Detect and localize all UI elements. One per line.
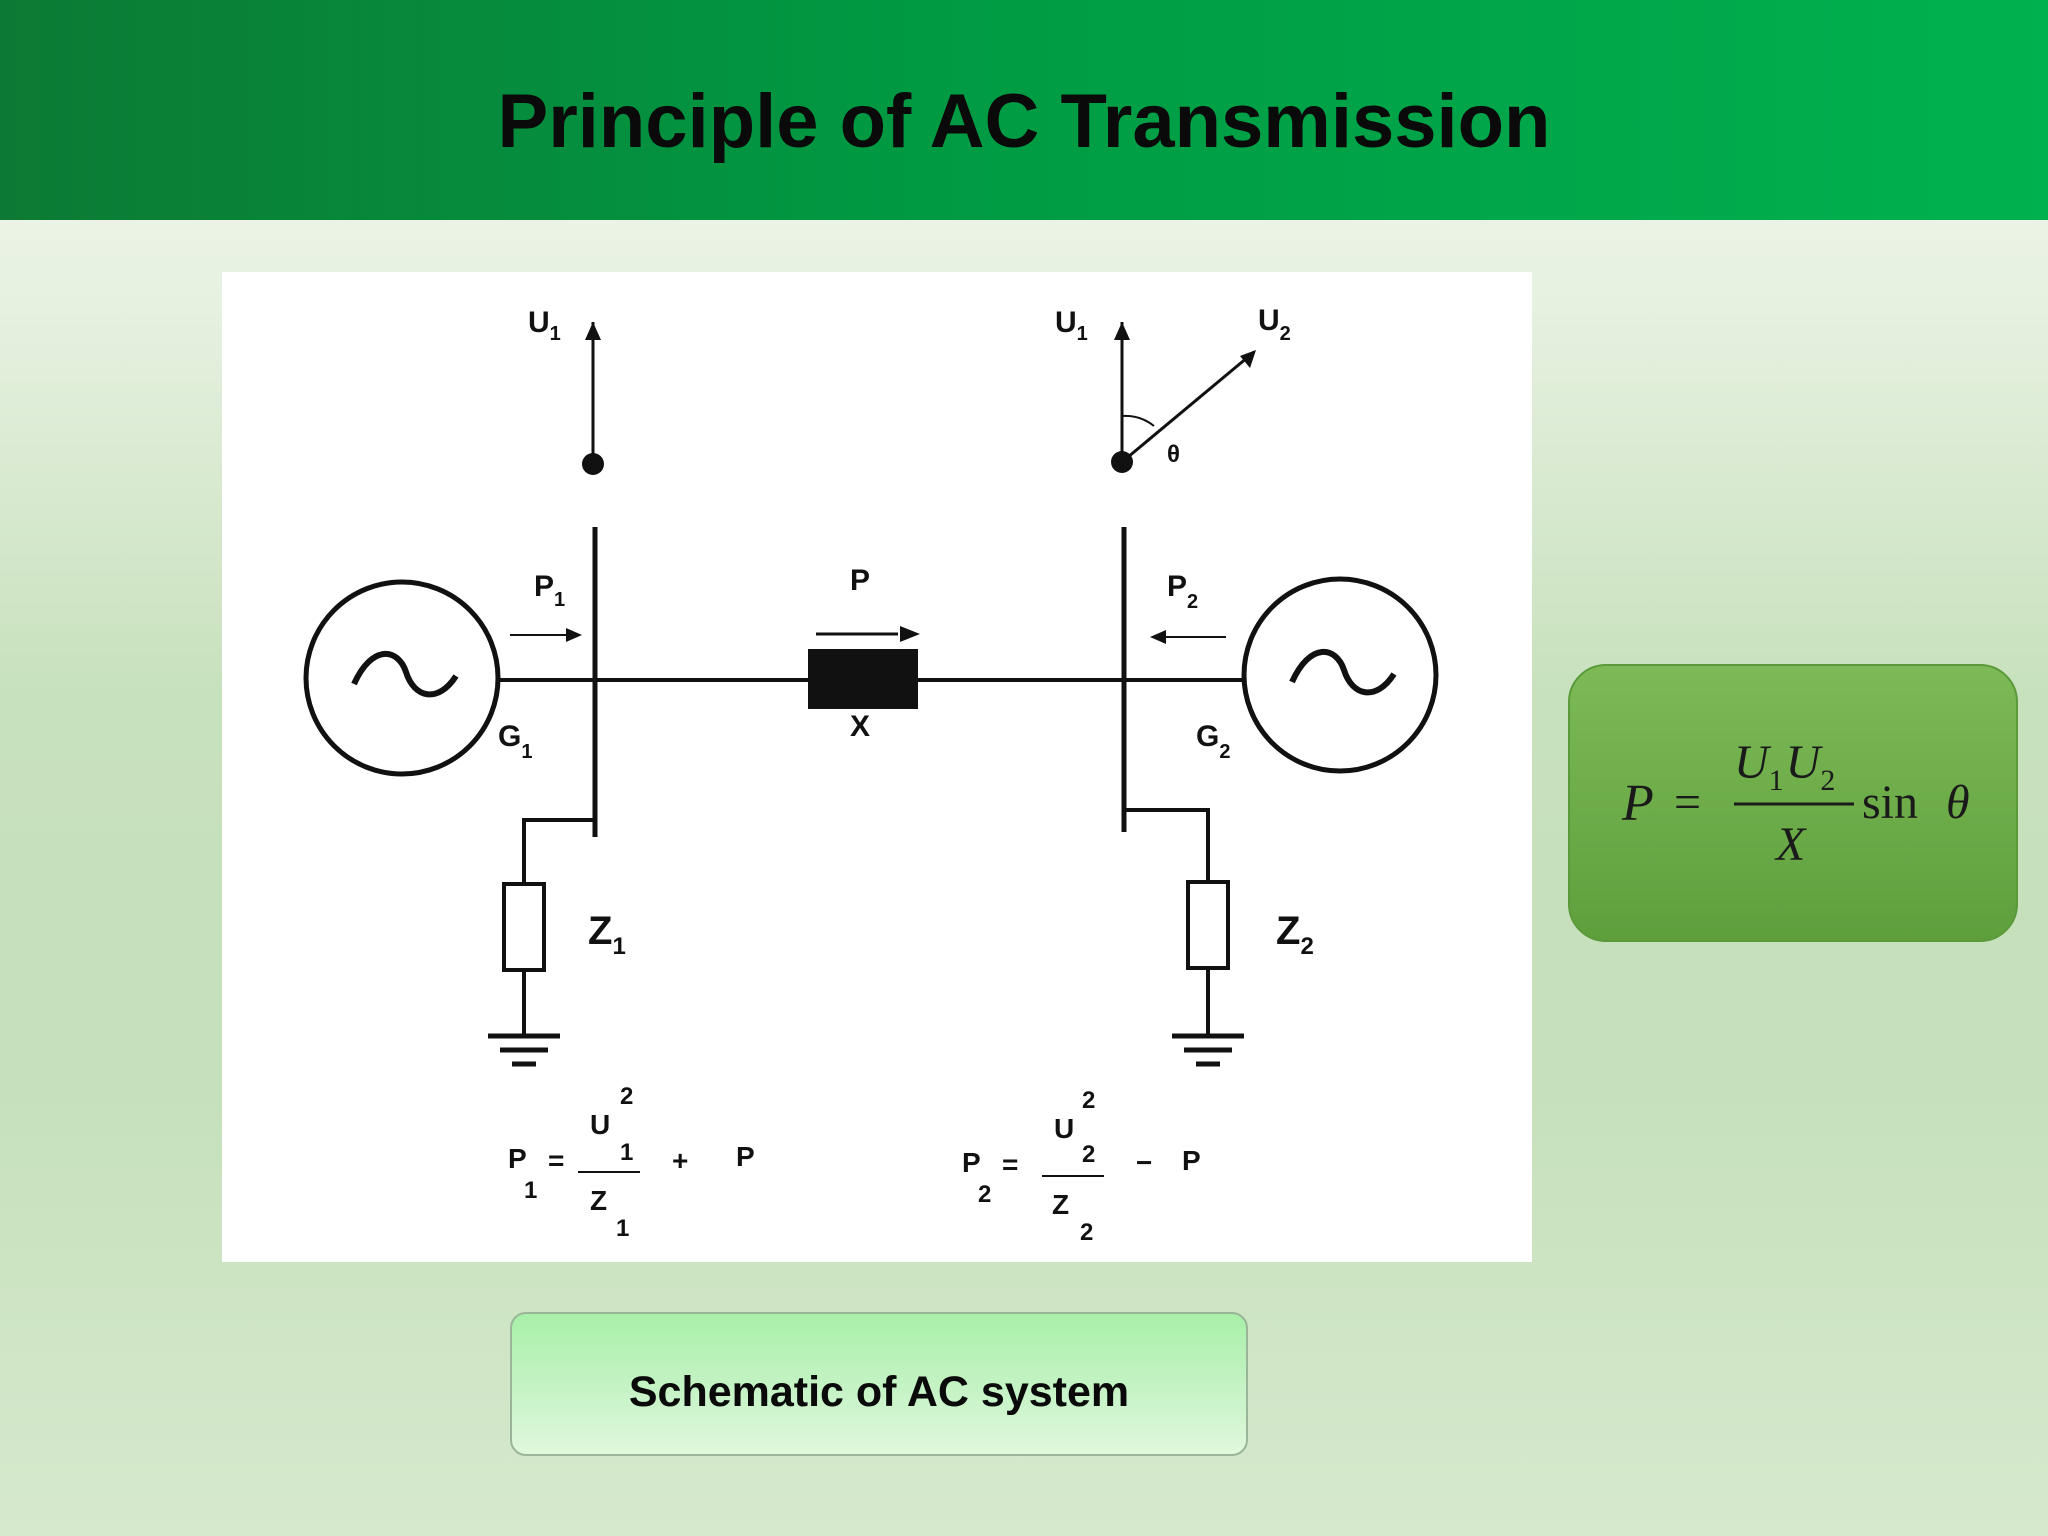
- svg-text:U: U: [1054, 1113, 1074, 1144]
- svg-text:2: 2: [1082, 1141, 1095, 1168]
- theta-arc: [1121, 414, 1155, 427]
- formula-sin: sin: [1862, 776, 1918, 829]
- slide-title: Principle of AC Transmission: [497, 79, 1551, 164]
- generator-icon: [303, 579, 501, 777]
- x-label: X: [850, 710, 870, 743]
- u2-phasor-arrow: [1121, 350, 1255, 464]
- arrowhead-icon: [1150, 630, 1166, 644]
- svg-text:2: 2: [978, 1181, 991, 1208]
- p2-balance-equation: P 2 = U 2 2 Z 2 − P: [962, 1087, 1201, 1246]
- svg-text:Z: Z: [1052, 1189, 1069, 1220]
- generator-icon: [1241, 576, 1439, 774]
- u1-left-label: U1: [528, 306, 561, 345]
- svg-text:−: −: [1136, 1147, 1152, 1178]
- right-node-dot: [1111, 451, 1133, 473]
- svg-text:2: 2: [1082, 1087, 1095, 1114]
- arrowhead-icon: [900, 626, 920, 642]
- theta-label: θ: [1167, 441, 1180, 468]
- z2-label: Z2: [1276, 909, 1314, 960]
- svg-text:P: P: [1182, 1145, 1201, 1176]
- arrowhead-icon: [566, 628, 582, 642]
- svg-text:P: P: [736, 1141, 755, 1172]
- g1-label: G1: [498, 720, 532, 763]
- impedance-icon: [1186, 880, 1230, 970]
- svg-text:=: =: [1002, 1149, 1018, 1180]
- svg-text:+: +: [672, 1145, 688, 1176]
- power-formula-box: P = U1U2 X sin θ: [1568, 664, 2018, 942]
- impedance-icon: [502, 882, 546, 972]
- p-label: P: [850, 564, 870, 597]
- svg-text:1: 1: [524, 1177, 537, 1204]
- arrowhead-icon: [1114, 322, 1130, 340]
- arrowhead-icon: [1240, 350, 1256, 368]
- formula-numerator: U1U2: [1734, 736, 1835, 797]
- ac-system-schematic: U1 U1 U2 θ X P1 P P2: [222, 272, 1532, 1262]
- z2-branch-wire: [1124, 808, 1210, 882]
- svg-text:1: 1: [616, 1215, 629, 1242]
- svg-text:Z: Z: [590, 1185, 607, 1216]
- power-transfer-formula: P = U1U2 X sin θ: [1621, 736, 1970, 871]
- z1-branch-wire: [522, 818, 595, 884]
- ground-icon: [488, 1033, 560, 1067]
- formula-theta: θ: [1946, 776, 1970, 829]
- u1-right-label: U1: [1055, 306, 1088, 345]
- left-node-dot: [582, 453, 604, 475]
- formula-lhs: P: [1621, 775, 1654, 832]
- arrowhead-icon: [585, 322, 601, 340]
- p1-label: P1: [534, 570, 565, 611]
- p1-balance-equation: P 1 = U 2 1 Z 1 + P: [508, 1083, 755, 1242]
- formula-denominator: X: [1774, 818, 1807, 871]
- g2-label: G2: [1196, 720, 1230, 763]
- ground-icon: [1172, 1033, 1244, 1067]
- svg-text:2: 2: [620, 1083, 633, 1110]
- svg-text:2: 2: [1080, 1219, 1093, 1246]
- right-phasor: U1 U2 θ: [1055, 304, 1291, 473]
- svg-text:P: P: [508, 1143, 527, 1174]
- caption-box: Schematic of AC system: [510, 1312, 1248, 1456]
- left-phasor: U1: [528, 306, 604, 475]
- schematic-drawing: U1 U1 U2 θ X P1 P P2: [303, 304, 1439, 1246]
- z1-label: Z1: [588, 909, 626, 960]
- p2-label: P2: [1167, 570, 1198, 613]
- reactance-icon: [808, 649, 918, 709]
- svg-text:U: U: [590, 1109, 610, 1140]
- formula-equals: =: [1674, 776, 1701, 829]
- svg-text:=: =: [548, 1145, 564, 1176]
- header-bar: Principle of AC Transmission: [0, 0, 2048, 220]
- schematic-caption: Schematic of AC system: [628, 1368, 1130, 1416]
- svg-text:P: P: [962, 1147, 981, 1178]
- u2-label: U2: [1258, 304, 1291, 345]
- svg-text:1: 1: [620, 1139, 633, 1166]
